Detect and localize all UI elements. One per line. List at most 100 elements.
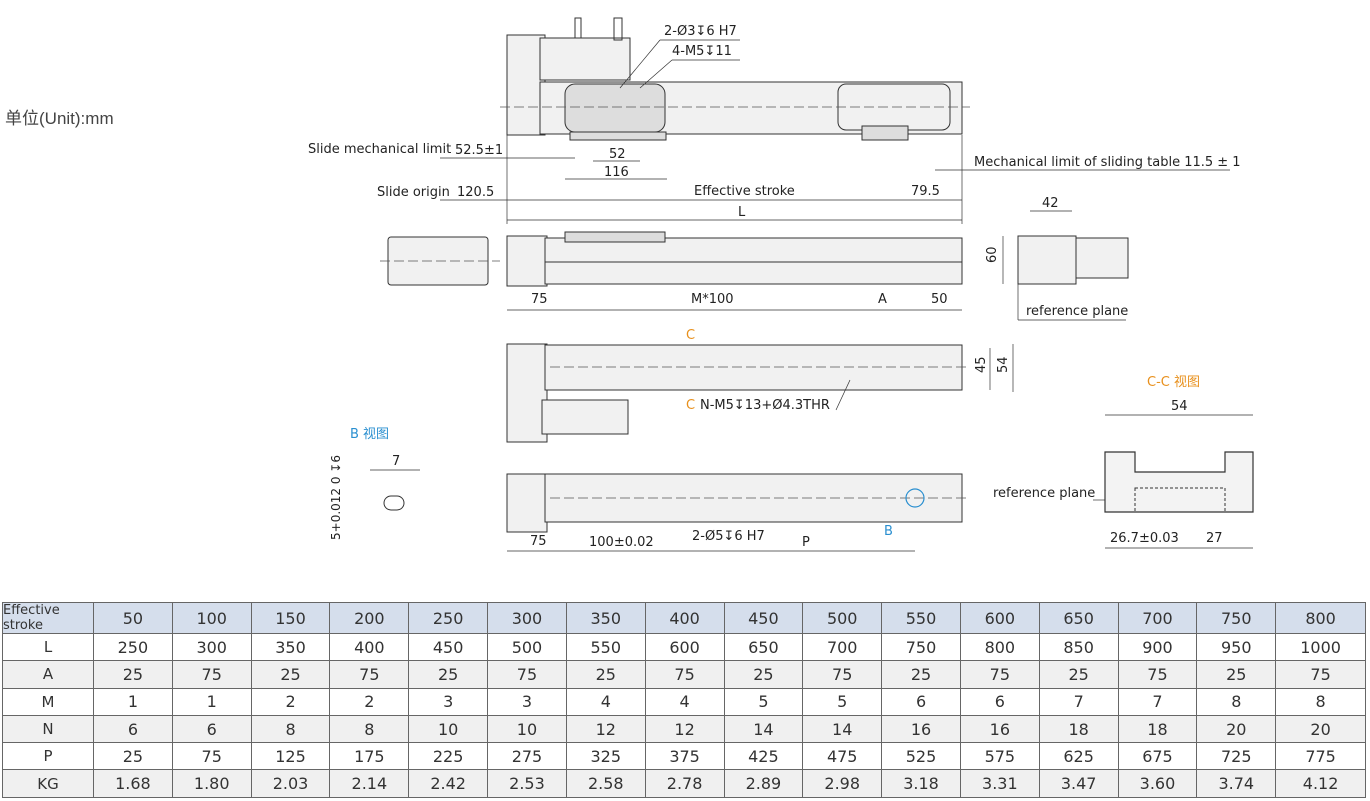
table-cell: 475 (802, 742, 883, 771)
table-cell: 250 (93, 632, 173, 662)
table-cell: 450 (408, 632, 489, 662)
table-cell: 250 (408, 602, 489, 634)
table-cell: 2.42 (408, 769, 489, 798)
slide-origin-value: 120.5 (457, 185, 494, 200)
row-label: M (2, 687, 94, 716)
section-c-marker-top: C (686, 328, 695, 343)
dim-54: 54 (996, 356, 1011, 373)
table-cell: 25 (881, 660, 961, 689)
dim-P: P (802, 535, 810, 550)
table-cell: 600 (644, 632, 725, 662)
table-cell: 700 (802, 632, 883, 662)
table-cell: 8 (329, 714, 410, 744)
table-cell: 75 (802, 660, 883, 689)
table-cell: 3.47 (1038, 769, 1119, 798)
table-cell: 1.68 (93, 769, 173, 798)
table-cell: 25 (93, 660, 173, 689)
table-cell: 2 (329, 687, 410, 716)
table-cell: 75 (644, 660, 725, 689)
table-cell: 14 (723, 714, 804, 744)
table-cell: 6 (881, 687, 961, 716)
table-cell: 75 (959, 660, 1040, 689)
technical-drawing: 2-Ø3↧6 H7 4-M5↧11 Slide mechanical limit… (308, 17, 1254, 552)
dim-26-7: 26.7±0.03 (1110, 531, 1179, 546)
unit-label: 单位(Unit):mm (5, 109, 114, 128)
table-cell: 3 (487, 687, 567, 716)
section-c-marker-bottom: C (686, 398, 695, 413)
table-cell: 775 (1275, 742, 1366, 771)
table-cell: 50 (93, 602, 173, 634)
table-cell: 6 (93, 714, 173, 744)
table-cell: 950 (1196, 632, 1277, 662)
table-cell: 725 (1196, 742, 1277, 771)
hole-callout-m5-thr: N-M5↧13+Ø4.3THR (700, 398, 830, 413)
dim-116: 116 (604, 165, 629, 180)
dim-45: 45 (974, 356, 989, 373)
table-cell: 300 (487, 602, 567, 634)
dim-100: 100±0.02 (589, 535, 654, 550)
dim-27: 27 (1206, 531, 1223, 546)
table-cell: 900 (1117, 632, 1198, 662)
table-cell: 650 (1038, 602, 1119, 634)
base-view: B 75 100±0.02 2-Ø5↧6 H7 P (506, 473, 970, 552)
table-cell: 300 (171, 632, 252, 662)
table-cell: 175 (329, 742, 410, 771)
table-cell: 3.74 (1196, 769, 1277, 798)
table-cell: 25 (408, 660, 489, 689)
hole-callout-m5: 4-M5↧11 (672, 44, 732, 59)
side-view (380, 231, 963, 287)
table-cell: 500 (487, 632, 567, 662)
table-cell: 10 (408, 714, 489, 744)
row-label: Effective stroke (2, 602, 94, 634)
hole-callout-h7-base: 2-Ø5↧6 H7 (692, 529, 765, 544)
dim-slot: 5+0.012 0 ↧6 (329, 455, 343, 540)
detail-b-title: B 视图 (350, 427, 389, 442)
row-label: KG (2, 769, 94, 798)
slide-mech-limit-value: 52.5±1 (455, 143, 503, 158)
detail-b: B 视图 7 5+0.012 0 ↧6 (329, 427, 420, 540)
table-cell: 1.80 (171, 769, 252, 798)
hole-callout-h7: 2-Ø3↧6 H7 (664, 24, 737, 39)
dim-60: 60 (985, 246, 1000, 263)
table-cell: 600 (959, 602, 1040, 634)
end-view: 42 60 reference plane (985, 196, 1129, 321)
table-cell: 2.53 (487, 769, 567, 798)
table-cell: 350 (250, 632, 331, 662)
table-cell: 18 (1117, 714, 1198, 744)
dim-75-bottom: 75 (530, 534, 547, 549)
table-cell: 1 (171, 687, 252, 716)
table-cell: 25 (250, 660, 331, 689)
table-cell: 7 (1117, 687, 1198, 716)
dim-50: 50 (931, 292, 948, 307)
top-view: 2-Ø3↧6 H7 4-M5↧11 Slide mechanical limit… (308, 17, 1241, 224)
table-cell: 10 (487, 714, 567, 744)
table-cell: 8 (250, 714, 331, 744)
table-cell: 25 (93, 742, 173, 771)
table-cell: 14 (802, 714, 883, 744)
table-cell: 325 (565, 742, 646, 771)
slide-mech-limit-label: Slide mechanical limit (308, 142, 451, 157)
table-cell: 4 (644, 687, 725, 716)
table-cell: 4.12 (1275, 769, 1366, 798)
row-label: A (2, 660, 94, 689)
bottom-view: 75 M*100 A 50 C C N-M5↧13+Ø4.3THR 45 54 (506, 292, 1014, 443)
dim-m100: M*100 (691, 292, 734, 307)
dim-7: 7 (392, 454, 400, 469)
table-cell: 75 (487, 660, 567, 689)
table-cell: 25 (723, 660, 804, 689)
table-cell: 5 (802, 687, 883, 716)
table-cell: 1000 (1275, 632, 1366, 662)
table-cell: 525 (881, 742, 961, 771)
dim-52: 52 (609, 147, 626, 162)
table-cell: 400 (329, 632, 410, 662)
table-cell: 2 (250, 687, 331, 716)
table-cell: 8 (1196, 687, 1277, 716)
row-label: P (2, 742, 94, 771)
table-cell: 3.18 (881, 769, 961, 798)
table-cell: 675 (1117, 742, 1198, 771)
table-cell: 650 (723, 632, 804, 662)
table-cell: 75 (171, 660, 252, 689)
